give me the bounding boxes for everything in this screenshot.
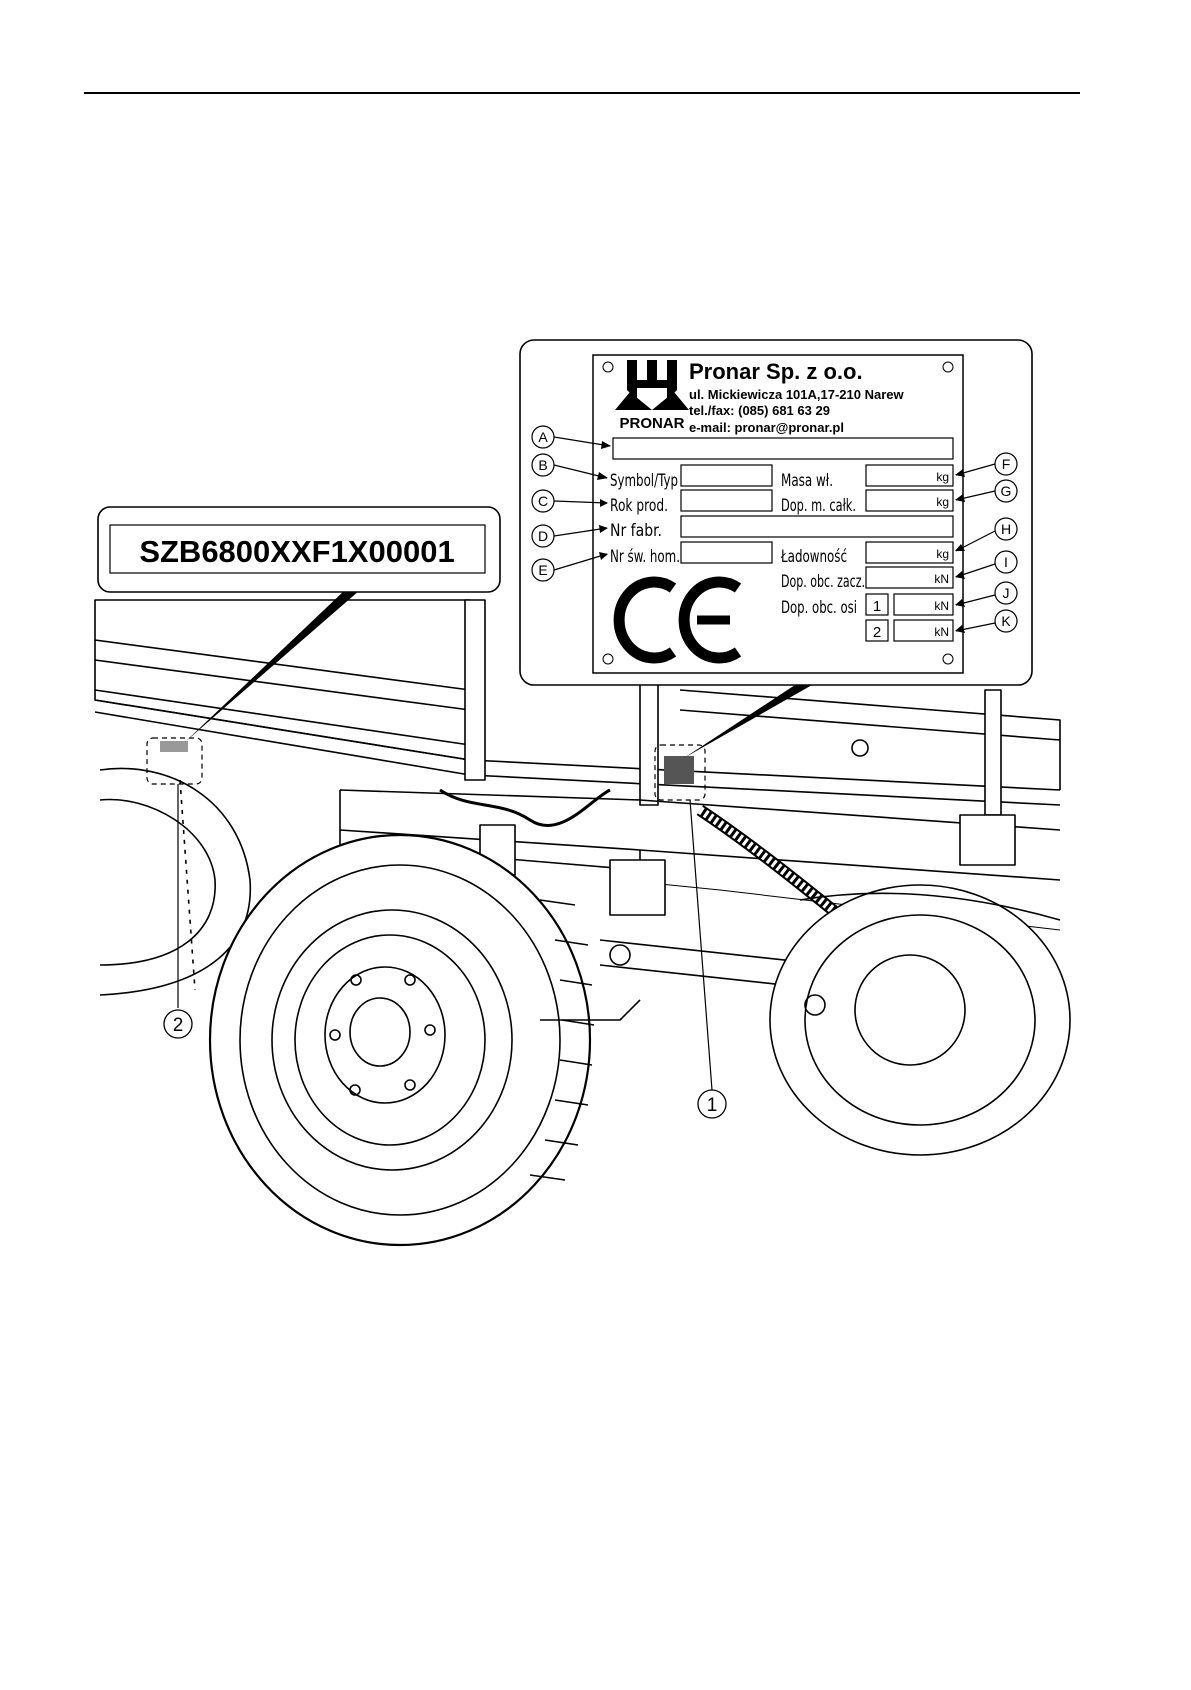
position-marker-1: 1 <box>698 1090 726 1118</box>
svg-text:F: F <box>1002 456 1011 472</box>
company-name: Pronar Sp. z o.o. <box>689 359 863 384</box>
leader-1 <box>690 800 712 1090</box>
svg-text:A: A <box>538 429 548 445</box>
svg-text:D: D <box>538 528 548 544</box>
axle-number-2: 2 <box>873 624 881 641</box>
svg-text:H: H <box>1001 521 1011 537</box>
axle-number-1: 1 <box>873 598 881 615</box>
vin-location-plate <box>160 741 188 752</box>
unit-kn-i: kN <box>934 572 949 586</box>
label-hitch-load: Dop. obc. zacz. <box>781 572 865 592</box>
company-email: e-mail: pronar@pronar.pl <box>689 420 844 435</box>
svg-text:C: C <box>538 493 548 509</box>
label-mass: Masa wł. <box>781 471 833 491</box>
label-symbol: Symbol/Typ <box>610 471 678 491</box>
svg-text:E: E <box>538 562 547 578</box>
nameplate-location-plate <box>664 756 694 784</box>
label-total-mass: Dop. m. całk. <box>781 496 856 516</box>
position-marker-2: 2 <box>164 1010 192 1038</box>
svg-text:B: B <box>538 457 547 473</box>
position-number-1: 1 <box>707 1095 718 1116</box>
vin-number: SZB6800XXF1X00001 <box>139 534 454 569</box>
position-number-2: 2 <box>173 1015 184 1036</box>
label-load: Ładowność <box>780 547 847 567</box>
company-address: ul. Mickiewicza 101A,17-210 Narew <box>689 387 905 402</box>
unit-kg-f: kg <box>936 470 949 484</box>
nameplate-callout: PRONAR Pronar Sp. z o.o. ul. Mickiewicza… <box>520 340 1032 685</box>
label-axle-load: Dop. obc. osi <box>781 598 857 618</box>
unit-kg-h: kg <box>936 547 949 561</box>
svg-text:J: J <box>1003 585 1010 601</box>
svg-text:K: K <box>1001 613 1011 629</box>
svg-text:PRONAR: PRONAR <box>619 415 684 432</box>
svg-text:I: I <box>1004 554 1008 570</box>
company-phone: tel./fax: (085) 681 63 29 <box>689 403 830 418</box>
unit-kn-k: kN <box>934 625 949 639</box>
vin-callout: SZB6800XXF1X00001 <box>98 507 500 592</box>
label-year: Rok prod. <box>610 496 668 516</box>
unit-kn-j: kN <box>934 599 949 613</box>
label-homologation: Nr św. hom. <box>610 547 680 567</box>
unit-kg-g: kg <box>936 495 949 509</box>
trailer-drawing <box>95 600 1070 1245</box>
label-serial: Nr fabr. <box>610 521 662 541</box>
svg-text:G: G <box>1001 483 1012 499</box>
